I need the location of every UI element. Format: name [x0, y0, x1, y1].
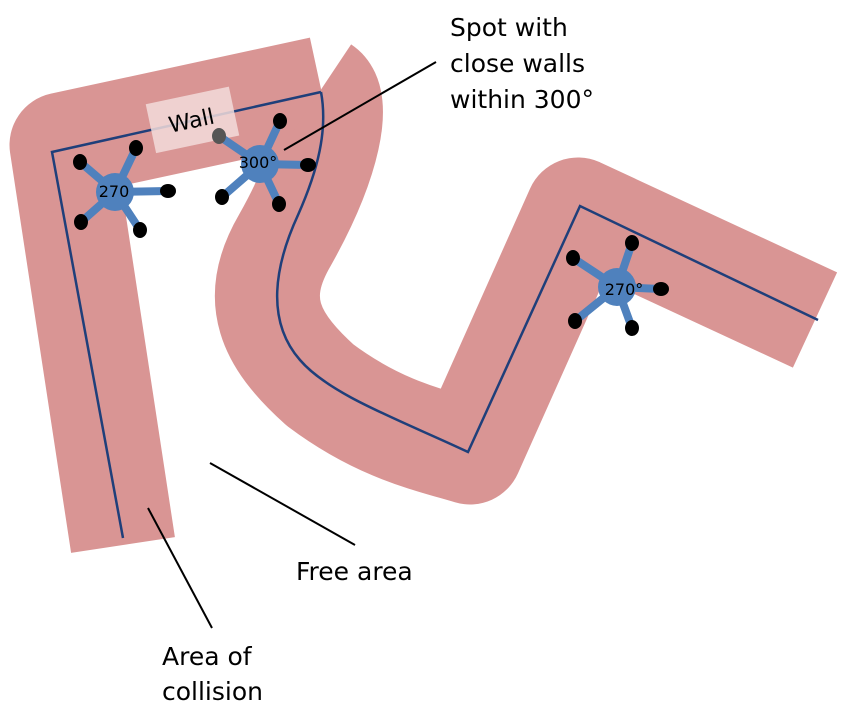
annotation-spot: Spot with close walls within 300°	[450, 13, 594, 114]
sensor-middle: 300°	[212, 113, 316, 212]
leader-collision	[147, 507, 213, 629]
collision-band-left	[9, 37, 333, 553]
leader-free-area	[209, 462, 356, 546]
spot-line-1: Spot with	[450, 13, 568, 42]
wall-line-right	[275, 91, 819, 454]
sensor-right: 270°	[566, 235, 669, 336]
spot-line-2: close walls	[450, 49, 585, 78]
annotation-collision: Area of collision	[162, 642, 263, 706]
sensor-left-label: 270	[99, 182, 130, 201]
sensor-middle-label: 300°	[239, 153, 278, 172]
leader-lines	[147, 61, 437, 629]
leader-spot	[283, 61, 437, 151]
collision-line-1: Area of	[162, 642, 253, 671]
spot-line-3: within 300°	[450, 85, 594, 114]
collision-band-right	[214, 44, 838, 505]
sensor-right-label: 270°	[605, 280, 644, 299]
collision-area	[9, 37, 838, 553]
sensor-left: 270	[73, 140, 176, 238]
collision-line-2: collision	[162, 677, 263, 706]
free-area-label: Free area	[296, 557, 413, 586]
